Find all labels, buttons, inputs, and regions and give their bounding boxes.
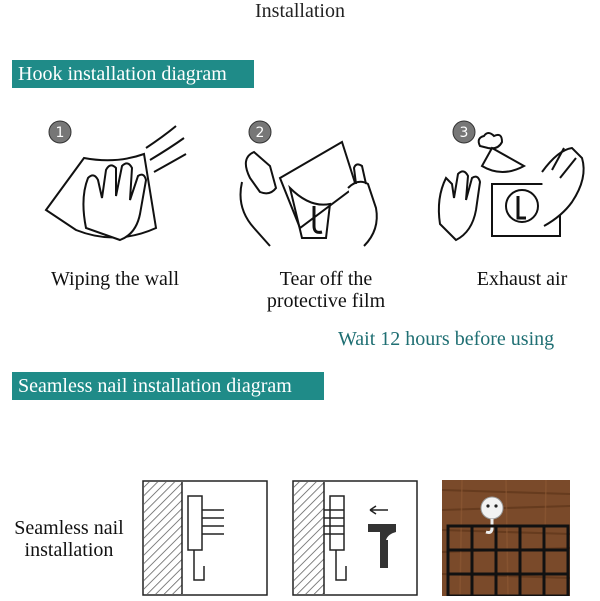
step-2: 2	[230, 118, 390, 258]
hammer-nail-diagram	[292, 480, 418, 596]
step-2-caption: Tear off the protective film	[236, 268, 416, 312]
step-3-caption: Exhaust air	[476, 268, 568, 290]
grid-on-wood-photo	[441, 479, 571, 598]
grid-on-wood-photo-icon	[441, 479, 571, 598]
step-2-caption-line1: Tear off the	[279, 268, 373, 290]
step-1: 1	[36, 118, 196, 258]
step-2-caption-line2: protective film	[266, 290, 386, 312]
nail-wall-diagram-icon	[142, 480, 268, 596]
hammer-nail-diagram-icon	[292, 480, 418, 596]
page-title: Installation	[255, 0, 345, 22]
nail-wall-diagram	[142, 480, 268, 596]
step-2-number: 2	[256, 125, 265, 141]
seamless-nail-label-line1: Seamless nail	[14, 517, 124, 539]
step-1-caption: Wiping the wall	[50, 268, 180, 290]
exhaust-air-icon: 3	[437, 120, 585, 242]
wiping-hands-icon: 1	[44, 120, 187, 242]
tear-film-icon: 2	[239, 120, 378, 247]
hook-section-banner: Hook installation diagram	[12, 60, 254, 88]
nail-section-banner: Seamless nail installation diagram	[12, 372, 324, 400]
wait-note: Wait 12 hours before using	[338, 328, 555, 350]
step-3: 3	[432, 118, 592, 258]
seamless-nail-label: Seamless nail installation	[4, 517, 134, 561]
seamless-nail-label-line2: installation	[24, 539, 114, 561]
step-1-number: 1	[56, 125, 65, 141]
step-3-number: 3	[460, 125, 469, 141]
